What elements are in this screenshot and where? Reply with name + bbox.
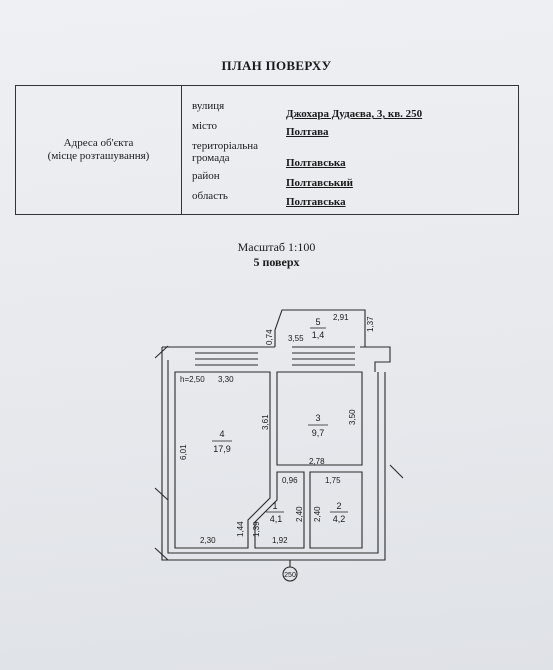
field-label-district: район [192, 170, 220, 182]
dim-3-61: 3,61 [261, 414, 270, 430]
dim-2-30: 2,30 [200, 536, 216, 545]
room-2-area: 4,2 [333, 514, 346, 524]
dim-3-55: 3,55 [288, 334, 304, 343]
page-title: ПЛАН ПОВЕРХУ [221, 58, 332, 73]
dim-6-01: 6,01 [179, 444, 188, 460]
dim-1-75: 1,75 [325, 476, 341, 485]
room-4-area: 17,9 [213, 444, 231, 454]
scale-text: Масштаб 1:100 [237, 240, 316, 254]
dim-1-39: 1,39 [252, 521, 261, 537]
inner-wall-line [167, 360, 379, 554]
address-fields-cell: вулиця Джохара Дудаєва, 3, кв. 250 місто… [181, 85, 519, 215]
field-label-region: область [192, 190, 228, 202]
apartment-number: 250 [284, 572, 296, 579]
field-value-street: Джохара Дудаєва, 3, кв. 250 [286, 108, 423, 120]
outer-wall-top-right [360, 346, 391, 372]
scale-block: Масштаб 1:100 5 поверх [0, 240, 553, 270]
room-4-number: 4 [219, 429, 224, 439]
field-label-street: вулиця [192, 100, 225, 112]
dim-1-44: 1,44 [236, 521, 245, 537]
ceiling-height: h=2,50 [180, 375, 205, 384]
dim-3-30: 3,30 [218, 375, 234, 384]
room-2-number: 2 [336, 501, 341, 511]
room-3-walls [276, 371, 363, 466]
room-1-number: 1 [272, 501, 277, 511]
field-value-city: Полтава [286, 126, 329, 138]
balcony-door [292, 346, 355, 366]
apartment-marker [282, 566, 298, 582]
room-5-area: 1,4 [312, 330, 325, 340]
dim-3-50: 3,50 [348, 409, 357, 425]
room-4-walls [174, 371, 271, 549]
dim-1-37: 1,37 [366, 316, 375, 332]
address-label-cell: Адреса об'єкта (місце розташування) [15, 85, 182, 215]
room-1-area: 4,1 [270, 514, 283, 524]
field-label-community-2: громада [192, 152, 230, 164]
address-label-sub: (місце розташування) [47, 150, 150, 162]
field-value-region: Полтавська [286, 196, 346, 208]
field-label-city: місто [192, 120, 218, 132]
address-table: Адреса об'єкта (місце розташування) вули… [15, 85, 519, 215]
floor-text: 5 поверх [253, 255, 300, 269]
dim-0-96: 0,96 [282, 476, 298, 485]
room-2-walls [309, 471, 363, 549]
room-1-walls [254, 471, 305, 549]
field-label-community-1: територіальна [192, 140, 259, 152]
room-5-number: 5 [315, 317, 320, 327]
dim-1-92: 1,92 [272, 536, 288, 545]
field-value-district: Полтавський [286, 177, 353, 189]
dim-2-40-a: 2,40 [295, 506, 304, 522]
field-value-community: Полтавська [286, 157, 346, 169]
room-3-number: 3 [315, 413, 320, 423]
dim-ticks [154, 345, 404, 561]
dim-2-78: 2,78 [309, 457, 325, 466]
dim-2-91: 2,91 [333, 313, 349, 322]
room-3-area: 9,7 [312, 428, 325, 438]
dim-0-74: 0,74 [265, 329, 274, 345]
address-label: Адреса об'єкта [63, 137, 134, 149]
window [195, 346, 258, 366]
dim-2-40-b: 2,40 [313, 506, 322, 522]
balcony-wall [274, 309, 366, 347]
outer-wall [161, 347, 386, 561]
